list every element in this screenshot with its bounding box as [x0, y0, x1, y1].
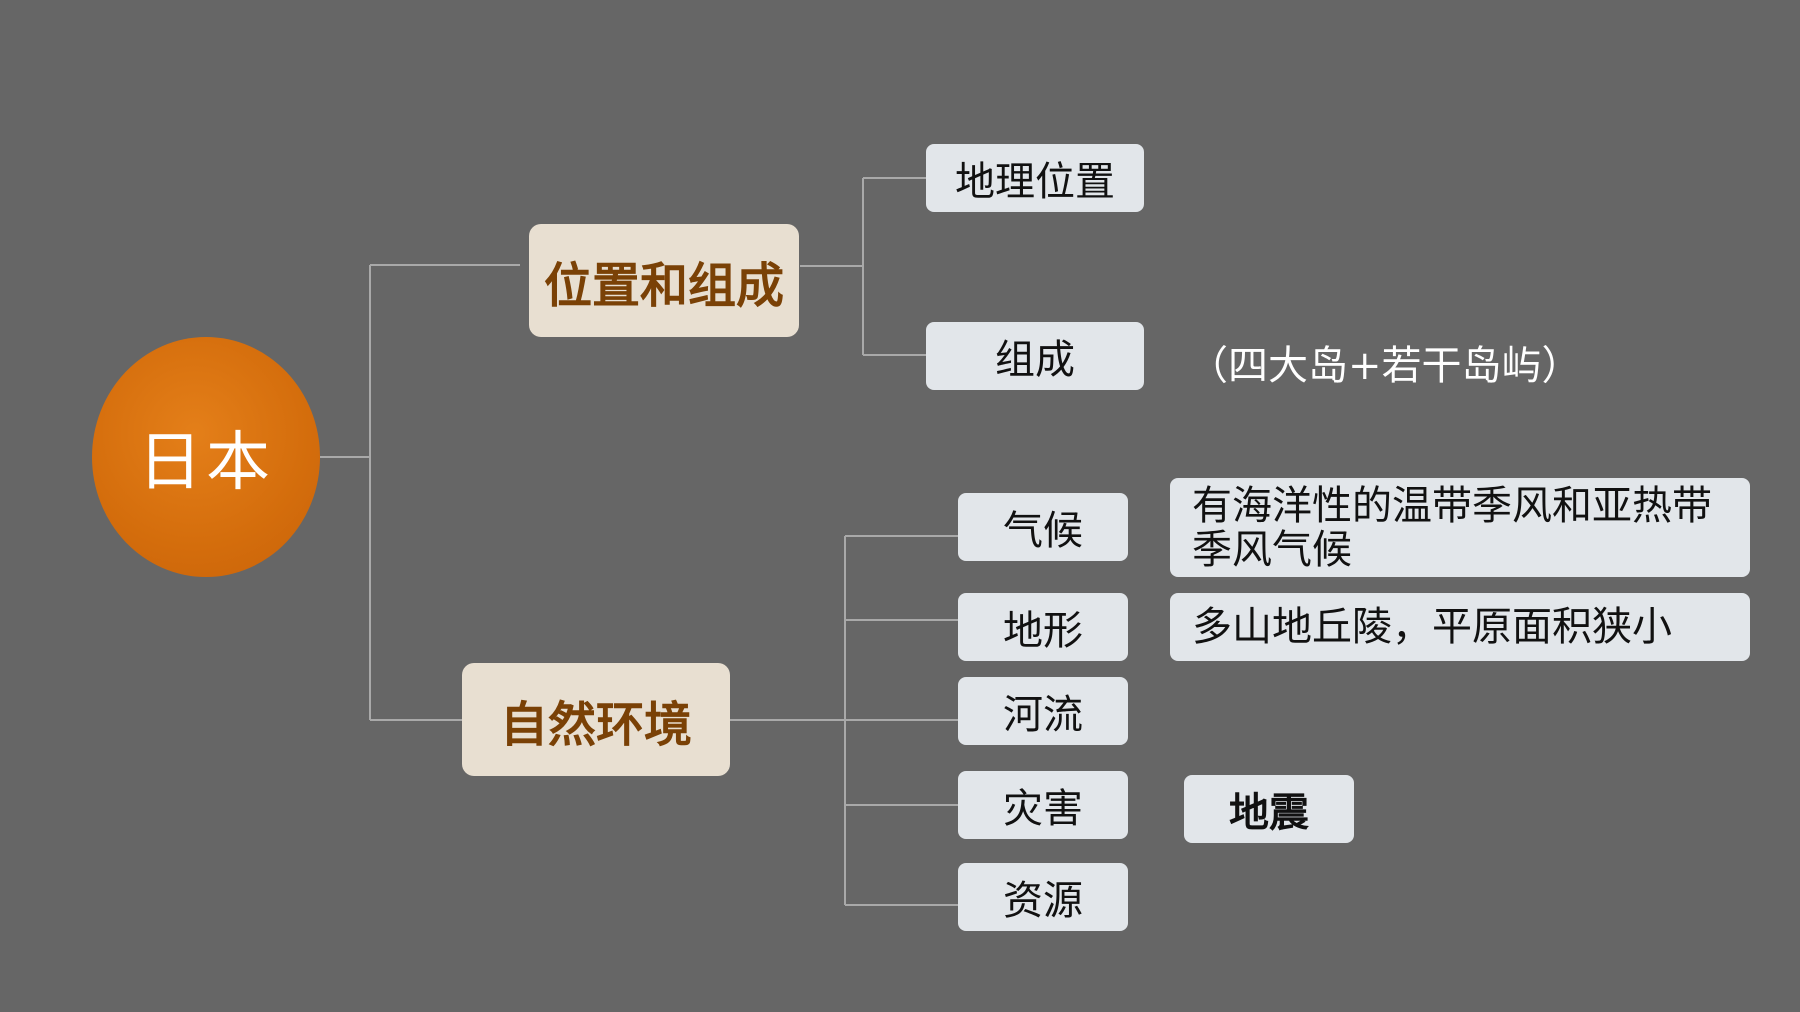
branch-location-composition: 位置和组成: [529, 224, 799, 337]
leaf-rivers: 河流: [958, 677, 1128, 745]
branch-natural-environment: 自然环境: [462, 663, 730, 776]
leaf-composition: 组成: [926, 322, 1144, 390]
note-disasters: 地震: [1184, 775, 1354, 843]
leaf-geographic-location: 地理位置: [926, 144, 1144, 212]
leaf-disasters: 灾害: [958, 771, 1128, 839]
note-composition: （四大岛+若干岛屿）: [1188, 343, 1582, 389]
note-terrain: 多山地丘陵，平原面积狭小: [1170, 593, 1750, 661]
root-node-japan: 日本: [92, 337, 320, 577]
leaf-climate: 气候: [958, 493, 1128, 561]
note-climate: 有海洋性的温带季风和亚热带季风气候: [1170, 478, 1750, 577]
leaf-resources: 资源: [958, 863, 1128, 931]
leaf-terrain: 地形: [958, 593, 1128, 661]
